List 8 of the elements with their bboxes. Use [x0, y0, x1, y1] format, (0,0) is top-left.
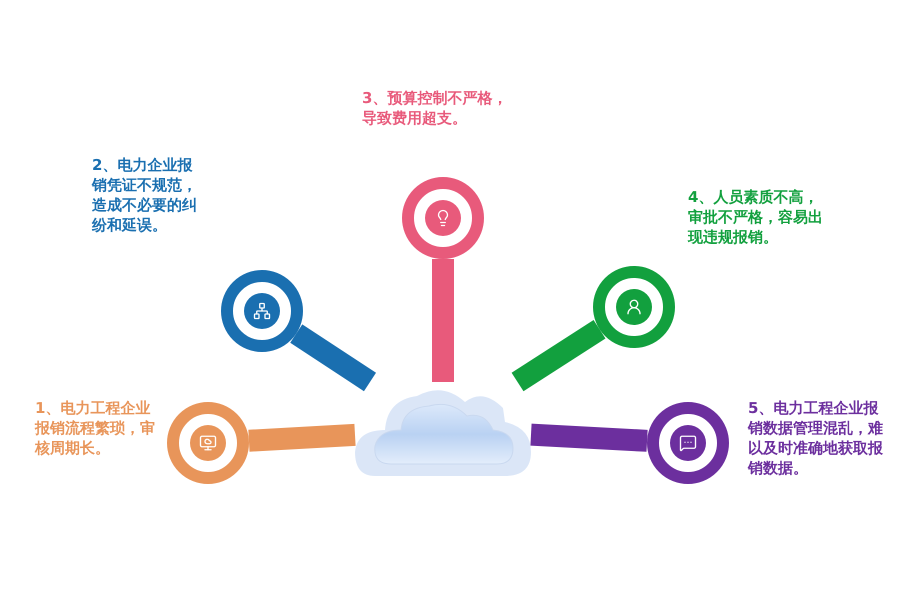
caption-text: 5、电力工程企业报销数据管理混乱，难以及时准确地获取报销数据。 [748, 398, 884, 478]
caption-text: 1、电力工程企业报销流程繁琐，审核周期长。 [35, 398, 156, 458]
caption-text: 3、预算控制不严格，导致费用超支。 [362, 88, 508, 128]
connector-bar [530, 424, 648, 452]
caption-text: 4、人员素质不高，审批不严格，容易出现违规报销。 [688, 187, 823, 247]
caption-text: 2、电力企业报销凭证不规范，造成不必要的纠纷和延误。 [92, 155, 198, 235]
connector-bar [248, 424, 356, 452]
connector-bar [432, 259, 454, 382]
